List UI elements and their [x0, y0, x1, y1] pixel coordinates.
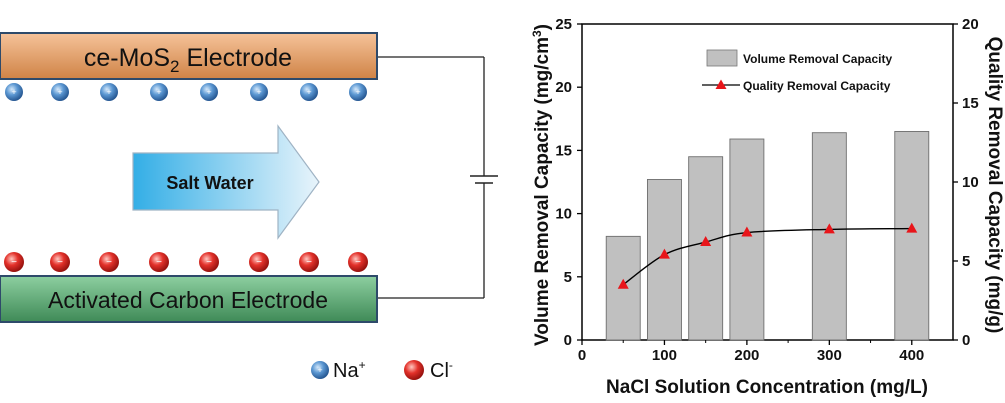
- quality-marker: [906, 222, 918, 233]
- x-axis-ticks: 0 100 200 300 400: [578, 340, 924, 364]
- anion-icon: [299, 252, 319, 272]
- cation-icon: [150, 83, 168, 101]
- anion-sign: −: [57, 257, 63, 268]
- left-axis-label: Volume Removal Capacity (mg/cm3): [530, 24, 553, 346]
- bar-series: [605, 130, 930, 341]
- cation-row: + + + + + + + +: [5, 83, 367, 101]
- cation-sign: +: [306, 87, 311, 97]
- anion-sign: −: [156, 257, 162, 268]
- left-tick-label: 20: [555, 79, 572, 96]
- cation-icon: [100, 83, 118, 101]
- x-tick-label: 200: [734, 347, 759, 364]
- right-axis-label: Quality Removal Capacity (mg/g): [984, 37, 1005, 334]
- quality-marker: [741, 226, 753, 237]
- cation-icon: [300, 83, 318, 101]
- legend: Volume Removal Capacity Quality Removal …: [702, 49, 892, 93]
- salt-water-label: Salt Water: [166, 173, 253, 193]
- anion-sign: −: [256, 257, 262, 268]
- legend-label-quality: Quality Removal Capacity: [743, 79, 891, 93]
- ion-legend: + Na+ Cl-: [311, 358, 453, 382]
- x-tick-label: 300: [817, 347, 842, 364]
- quality-marker: [700, 236, 712, 247]
- anion-icon: [149, 252, 169, 272]
- cation-icon: [200, 83, 218, 101]
- volume-bar: [894, 130, 930, 341]
- x-tick-label: 100: [652, 347, 677, 364]
- left-tick-label: 25: [555, 16, 572, 33]
- quality-marker: [617, 278, 629, 289]
- legend-swatch-volume: [706, 49, 738, 67]
- left-axis-ticks: 0 5 10 15 20 25: [555, 16, 582, 349]
- volume-bar: [729, 138, 765, 341]
- cation-sign: +: [355, 87, 360, 97]
- cl-legend-label: Cl-: [430, 358, 453, 382]
- right-tick-label: 10: [962, 174, 979, 191]
- quality-marker: [658, 248, 670, 259]
- cation-sign: +: [106, 87, 111, 97]
- anion-sign: −: [355, 257, 361, 268]
- anion-sign: −: [206, 257, 212, 268]
- x-tick-label: 400: [899, 347, 924, 364]
- activated-carbon-electrode-label: Activated Carbon Electrode: [48, 287, 328, 313]
- anion-icon: [348, 252, 368, 272]
- volume-bar: [646, 179, 682, 341]
- anion-sign: −: [106, 257, 112, 268]
- x-axis-label: NaCl Solution Concentration (mg/L): [606, 377, 928, 398]
- legend-marker-quality: [715, 79, 727, 89]
- na-legend-icon-sign: +: [317, 365, 322, 375]
- right-tick-label: 0: [962, 332, 970, 349]
- cation-icon: [349, 83, 367, 101]
- na-legend-label: Na+: [333, 358, 366, 382]
- cation-sign: +: [57, 87, 62, 97]
- mos2-electrode-label: ce-MoS2 Electrode: [84, 44, 292, 76]
- mos2-electrode: [0, 32, 378, 80]
- anion-icon: [50, 252, 70, 272]
- anion-row: −−−−−−−−: [4, 252, 368, 272]
- anion-icon: [249, 252, 269, 272]
- left-tick-label: 15: [555, 142, 572, 159]
- line-series: [617, 222, 918, 289]
- anion-sign: −: [11, 257, 17, 268]
- anion-icon: [199, 252, 219, 272]
- cation-icon: [250, 83, 268, 101]
- cl-legend-icon: [404, 360, 424, 380]
- right-tick-label: 5: [962, 253, 970, 270]
- anion-icon: [4, 252, 24, 272]
- right-tick-label: 15: [962, 95, 979, 112]
- cation-sign: +: [256, 87, 261, 97]
- x-tick-label: 0: [578, 347, 586, 364]
- salt-water-arrow: [132, 124, 320, 240]
- anion-icon: [99, 252, 119, 272]
- cation-sign: +: [156, 87, 161, 97]
- quality-marker: [823, 223, 835, 234]
- right-axis-ticks: 0 5 10 15 20: [953, 16, 979, 349]
- volume-bar: [688, 156, 724, 341]
- cation-sign: +: [206, 87, 211, 97]
- right-tick-label: 20: [962, 16, 979, 33]
- left-tick-label: 5: [564, 269, 572, 286]
- cation-icon: [5, 83, 23, 101]
- schematic: ce-MoS2 Electrode + + + + + + + + − − − − − − − − Salt…: [0, 32, 498, 382]
- activated-carbon-electrode: [0, 275, 378, 323]
- anion-sign: −: [306, 257, 312, 268]
- left-tick-label: 0: [564, 332, 572, 349]
- volume-bar: [811, 132, 847, 341]
- cation-icon: [51, 83, 69, 101]
- na-legend-icon: [311, 361, 329, 379]
- left-tick-label: 10: [555, 206, 572, 223]
- chart: 0 100 200 300 400 0 5 10 15 20 25 0 5 10 15 20 Volume…: [530, 16, 1005, 398]
- legend-label-volume: Volume Removal Capacity: [743, 52, 892, 66]
- cation-sign: +: [11, 87, 16, 97]
